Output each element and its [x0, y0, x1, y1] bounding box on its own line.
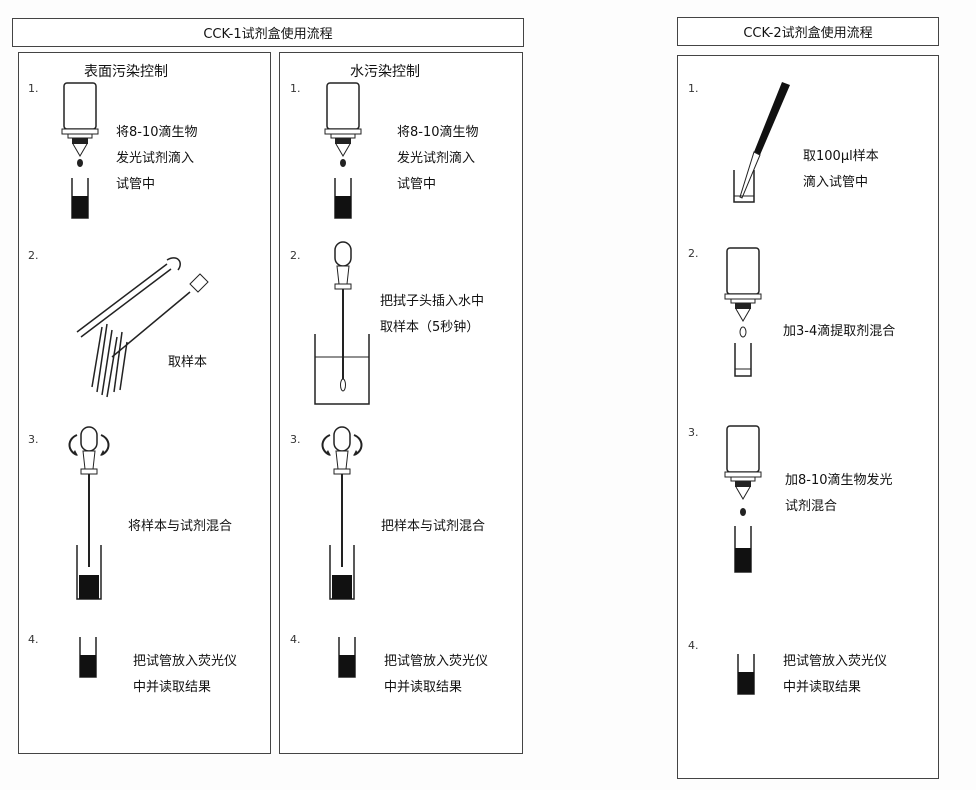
- step-number: 2.: [290, 249, 301, 262]
- step-text: 加3-4滴提取剂混合: [783, 324, 896, 339]
- beaker-swab-icon: [314, 241, 370, 405]
- pipette-icon: [733, 82, 790, 203]
- step-text: 取样本: [168, 355, 208, 370]
- step-text: 把样本与试剂混合: [381, 519, 486, 534]
- step-number: 1.: [290, 82, 301, 95]
- swab-sampling-icon: [76, 257, 209, 398]
- dropper-bottle-icon: [324, 82, 362, 219]
- step-text: 把拭子头插入水中取样本（5秒钟）: [380, 294, 485, 335]
- cck2-title: CCK-2试剂盒使用流程: [743, 26, 873, 41]
- test-tube-icon: [79, 636, 97, 678]
- dropper-bottle-icon: [61, 82, 99, 219]
- step-number: 3.: [290, 433, 301, 446]
- swab-mix-icon: [321, 426, 363, 600]
- step-text: 将8-10滴生物发光试剂滴入试管中: [397, 125, 479, 192]
- test-tube-icon: [338, 636, 356, 678]
- step-text: 取100μl样本滴入试管中: [803, 149, 879, 190]
- step-number: 4.: [688, 639, 699, 652]
- step-text: 把试管放入荧光仪中并读取结果: [133, 654, 238, 695]
- water-title: 水污染控制: [350, 64, 420, 80]
- cck2-panel: [677, 55, 939, 779]
- step-number: 2.: [28, 249, 39, 262]
- surface-panel: [18, 52, 271, 754]
- reagent-bottle-icon: [724, 425, 762, 573]
- step-number: 3.: [28, 433, 39, 446]
- step-text: 加8-10滴生物发光试剂混合: [785, 473, 893, 514]
- water-panel: [279, 52, 523, 754]
- swab-mix-icon: [68, 426, 110, 600]
- test-tube-icon: [737, 653, 755, 695]
- step-text: 把试管放入荧光仪中并读取结果: [783, 654, 888, 695]
- step-text: 将8-10滴生物发光试剂滴入试管中: [116, 125, 198, 192]
- step-number: 4.: [28, 633, 39, 646]
- step-number: 3.: [688, 426, 699, 439]
- step-number: 4.: [290, 633, 301, 646]
- surface-title: 表面污染控制: [84, 64, 168, 80]
- extractant-bottle-icon: [724, 247, 762, 377]
- step-text: 将样本与试剂混合: [128, 519, 233, 534]
- cck1-title: CCK-1试剂盒使用流程: [203, 27, 333, 42]
- step-text: 把试管放入荧光仪中并读取结果: [384, 654, 489, 695]
- step-number: 1.: [688, 82, 699, 95]
- cck1-title-box: CCK-1试剂盒使用流程: [12, 18, 524, 47]
- step-number: 1.: [28, 82, 39, 95]
- cck2-title-box: CCK-2试剂盒使用流程: [677, 17, 939, 46]
- step-number: 2.: [688, 247, 699, 260]
